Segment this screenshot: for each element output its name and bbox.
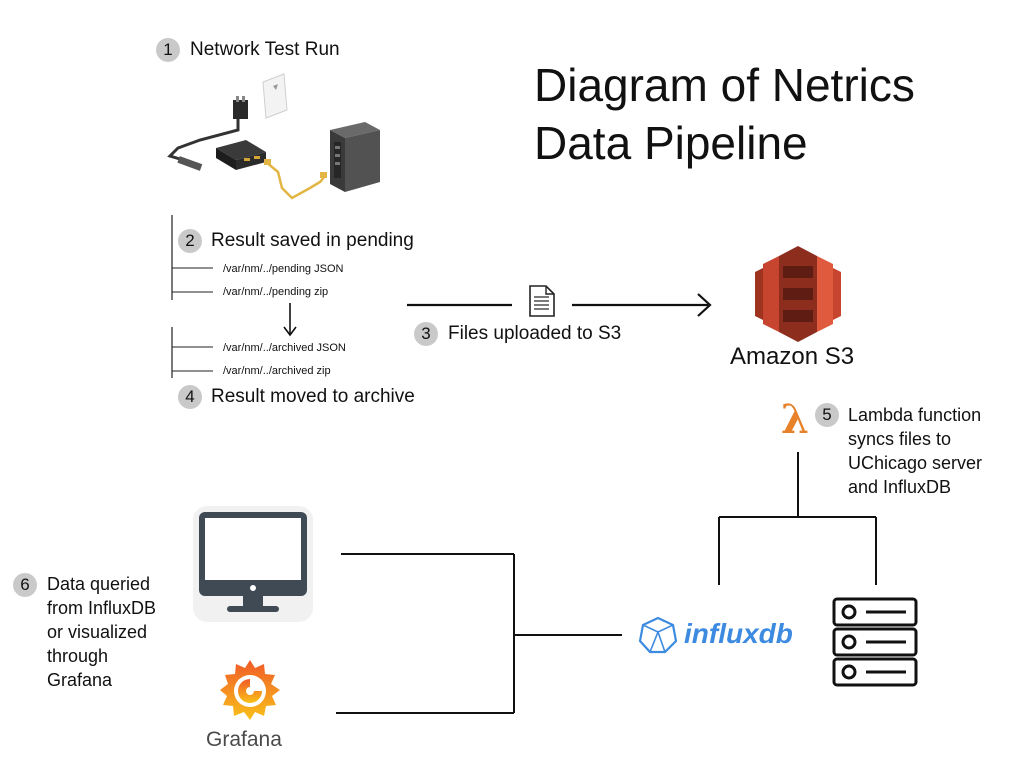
amazon-s3-label: Amazon S3 — [730, 343, 855, 370]
monitor-icon — [193, 506, 313, 622]
influxdb-logo: influxdb — [684, 618, 793, 649]
step-6-line-4: through — [47, 646, 109, 666]
amazon-s3-logo — [755, 246, 841, 342]
step-1-badge: 1 — [156, 38, 180, 62]
network-device-illustration — [167, 73, 380, 200]
influxdb-logo-mark — [638, 616, 678, 654]
pending-zip-path: /var/nm/../pending zip — [223, 286, 329, 298]
step-3-badge: 3 — [414, 322, 438, 346]
step-2-badge: 2 — [178, 229, 202, 253]
step-6-line-5: Grafana — [47, 670, 113, 690]
pending-json-path: /var/nm/../pending JSON — [223, 263, 344, 275]
step-4-label: Result moved to archive — [211, 386, 415, 407]
server-icon — [832, 597, 918, 687]
step-2-label: Result saved in pending — [211, 230, 414, 251]
step-6-label: Data queried from InfluxDB or visualized… — [47, 572, 156, 692]
step-5-label: Lambda function syncs files to UChicago … — [848, 403, 982, 499]
down-arrow-icon — [283, 303, 297, 337]
step-5-line-2: syncs files to — [848, 429, 952, 449]
diagram-title: Diagram of Netrics Data Pipeline — [534, 56, 915, 172]
step-4-badge: 4 — [178, 385, 202, 409]
step-6-badge: 6 — [13, 573, 37, 597]
grafana-logo: Grafana — [206, 728, 282, 751]
archived-json-path: /var/nm/../archived JSON — [223, 342, 346, 354]
step-5-line-1: Lambda function — [848, 405, 982, 425]
step-6-line-2: from InfluxDB — [47, 598, 157, 618]
step-1-label: Network Test Run — [190, 39, 340, 60]
grafana-logo-mark — [220, 660, 280, 720]
step-6-line-1: Data queried — [47, 574, 151, 594]
title-line-2: Data Pipeline — [534, 117, 808, 169]
step-3-label: Files uploaded to S3 — [448, 323, 622, 344]
step-6-line-3: or visualized — [47, 622, 148, 642]
archived-zip-path: /var/nm/../archived zip — [223, 365, 331, 377]
lambda-icon: λ — [781, 396, 810, 443]
step-5-line-3: UChicago server — [848, 453, 983, 473]
document-icon — [529, 285, 555, 317]
title-line-1: Diagram of Netrics — [534, 59, 915, 111]
step-5-line-4: and InfluxDB — [848, 477, 952, 497]
step-5-badge: 5 — [815, 403, 839, 427]
